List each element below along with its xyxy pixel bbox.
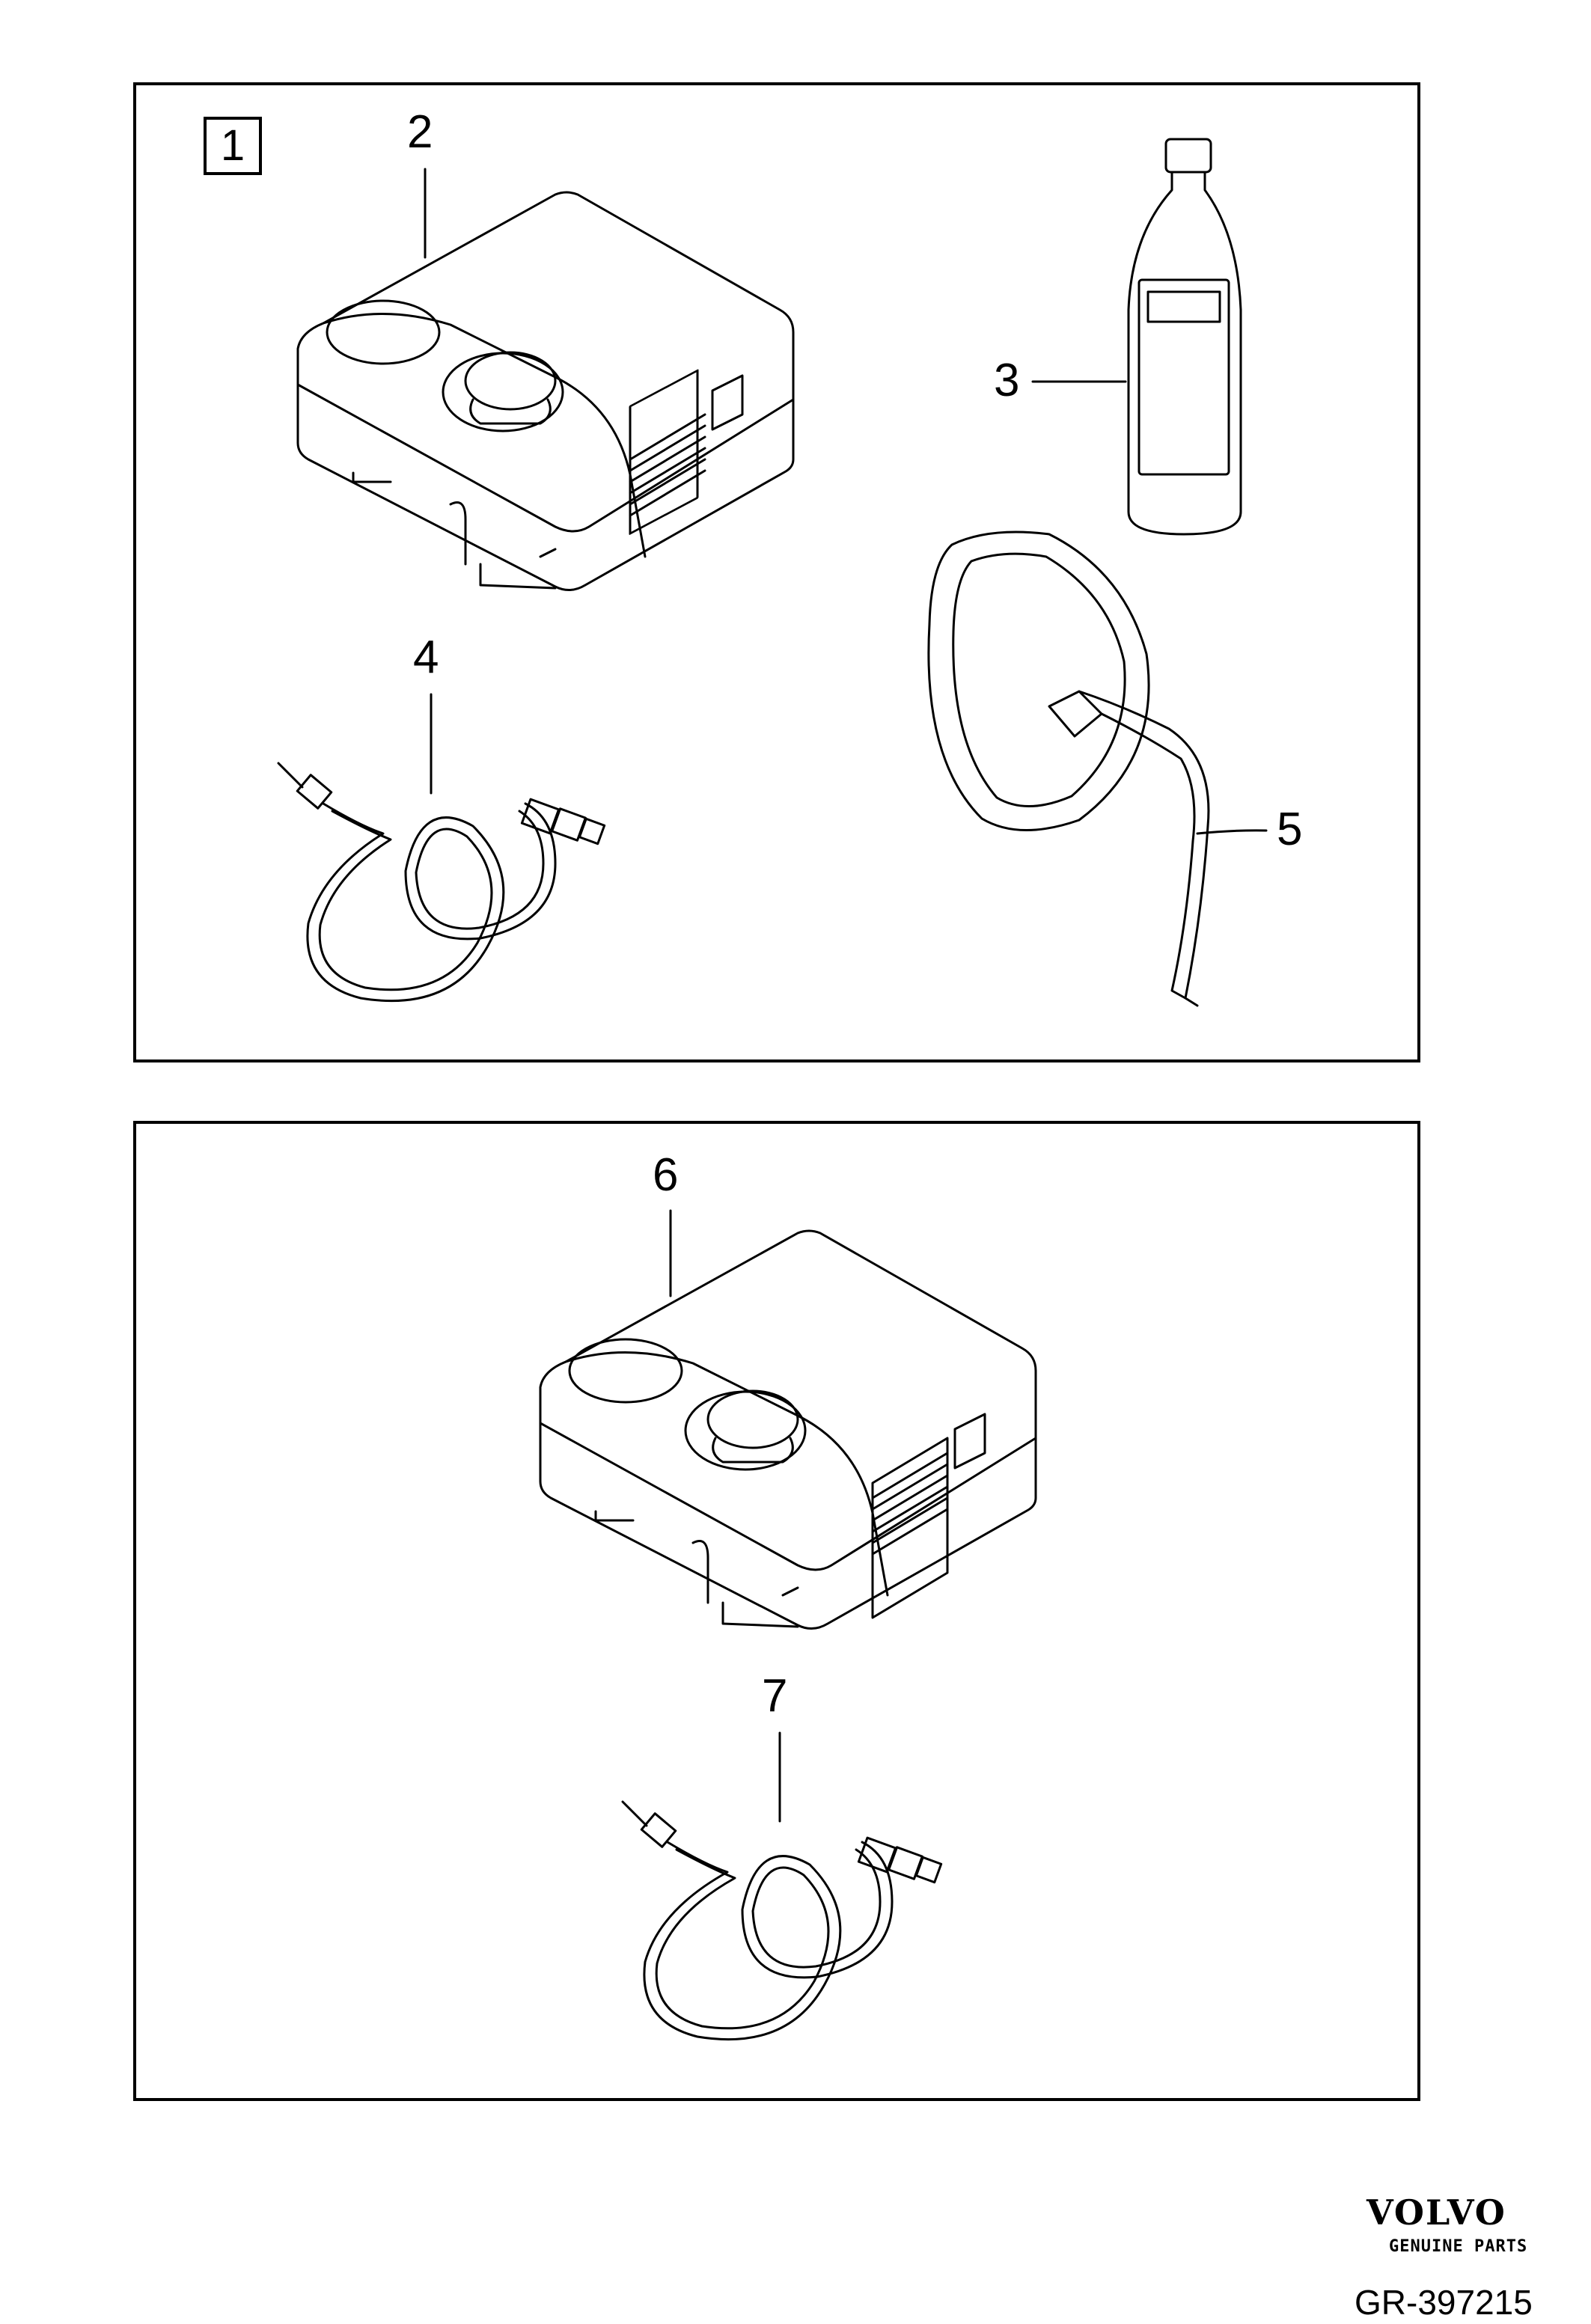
callout-3: 3 — [994, 355, 1020, 406]
figure-code: GR-397215 — [1355, 2283, 1533, 2322]
leader-line-5 — [1196, 829, 1268, 835]
callout-2: 2 — [407, 106, 433, 158]
compressor-icon — [296, 191, 795, 591]
kit-number-box: 1 — [204, 117, 262, 175]
diagram-panel-bottom: 6 7 — [133, 1121, 1420, 2101]
bottom-panel-drawing — [539, 1209, 1037, 2041]
diagram-panel-top: 1 2 3 4 5 — [133, 82, 1420, 1062]
strap-icon — [927, 530, 1210, 1007]
callout-6: 6 — [653, 1149, 679, 1201]
callout-7: 7 — [762, 1670, 788, 1722]
callout-4: 4 — [413, 632, 439, 683]
callout-5: 5 — [1277, 804, 1303, 855]
hose-icon — [621, 1800, 943, 2041]
bottle-icon — [1127, 138, 1242, 536]
compressor-icon — [539, 1229, 1037, 1630]
genuine-parts-label: GENUINE PARTS — [1389, 2237, 1528, 2256]
top-panel-drawing — [277, 138, 1268, 1007]
volvo-logo: VOLVO — [1366, 2192, 1506, 2233]
hose-icon — [277, 762, 606, 1003]
